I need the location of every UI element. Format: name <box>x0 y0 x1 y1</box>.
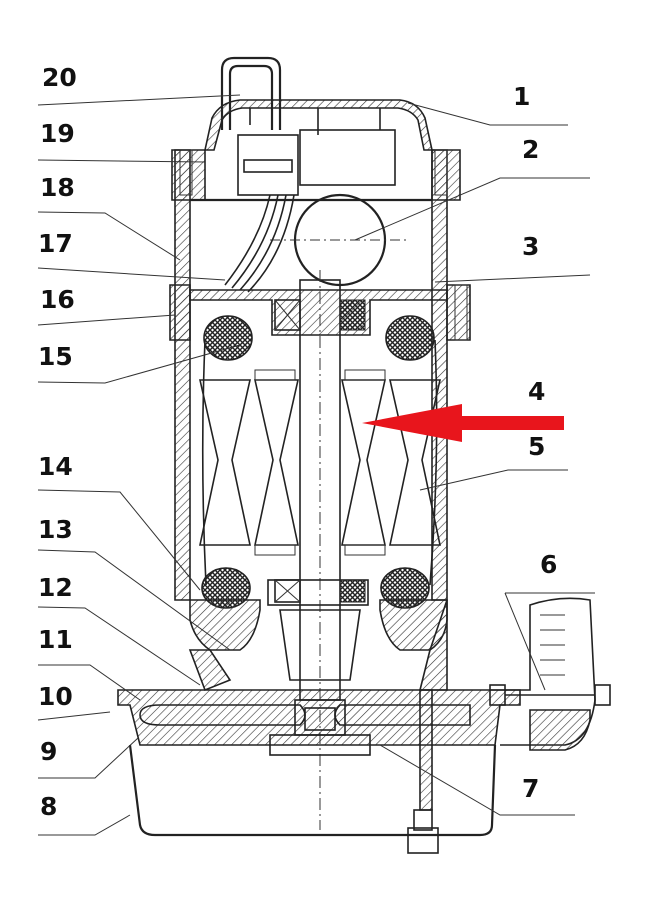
winding-ends <box>201 315 438 609</box>
callout-8: 8 <box>40 792 57 821</box>
outlet-elbow <box>489 597 611 751</box>
callout-5: 5 <box>528 432 545 461</box>
callout-19: 19 <box>40 119 75 148</box>
callout-3: 3 <box>522 232 539 261</box>
handle <box>220 56 282 130</box>
pump-volute <box>117 689 521 756</box>
callout-18: 18 <box>40 173 75 202</box>
callout-4: 4 <box>528 377 545 406</box>
callout-11: 11 <box>38 625 73 654</box>
red-arrow <box>362 404 564 442</box>
shaft <box>299 270 341 830</box>
callout-16: 16 <box>40 285 75 314</box>
callout-14: 14 <box>38 452 73 481</box>
stator-laminations <box>199 369 441 556</box>
callout-2: 2 <box>522 135 539 164</box>
junction-box <box>230 129 410 201</box>
callout-15: 15 <box>38 342 73 371</box>
callout-12: 12 <box>38 573 73 602</box>
upper-bearing-seat <box>189 289 448 336</box>
callout-10: 10 <box>38 682 73 711</box>
callout-20: 20 <box>42 63 77 92</box>
wires <box>224 194 295 293</box>
leader-lines <box>37 94 595 836</box>
lower-bearing-housing <box>188 579 448 692</box>
top-cover <box>204 99 433 151</box>
callout-13: 13 <box>38 515 73 544</box>
callout-9: 9 <box>40 737 57 766</box>
base-strainer <box>128 744 497 837</box>
callout-labels: 20 1 19 2 18 17 3 16 15 4 5 14 13 6 12 1… <box>38 63 557 821</box>
callout-17: 17 <box>38 229 73 258</box>
callout-6: 6 <box>540 550 557 579</box>
drain-bolt <box>407 689 439 854</box>
callout-7: 7 <box>522 774 539 803</box>
callout-1: 1 <box>513 82 530 111</box>
